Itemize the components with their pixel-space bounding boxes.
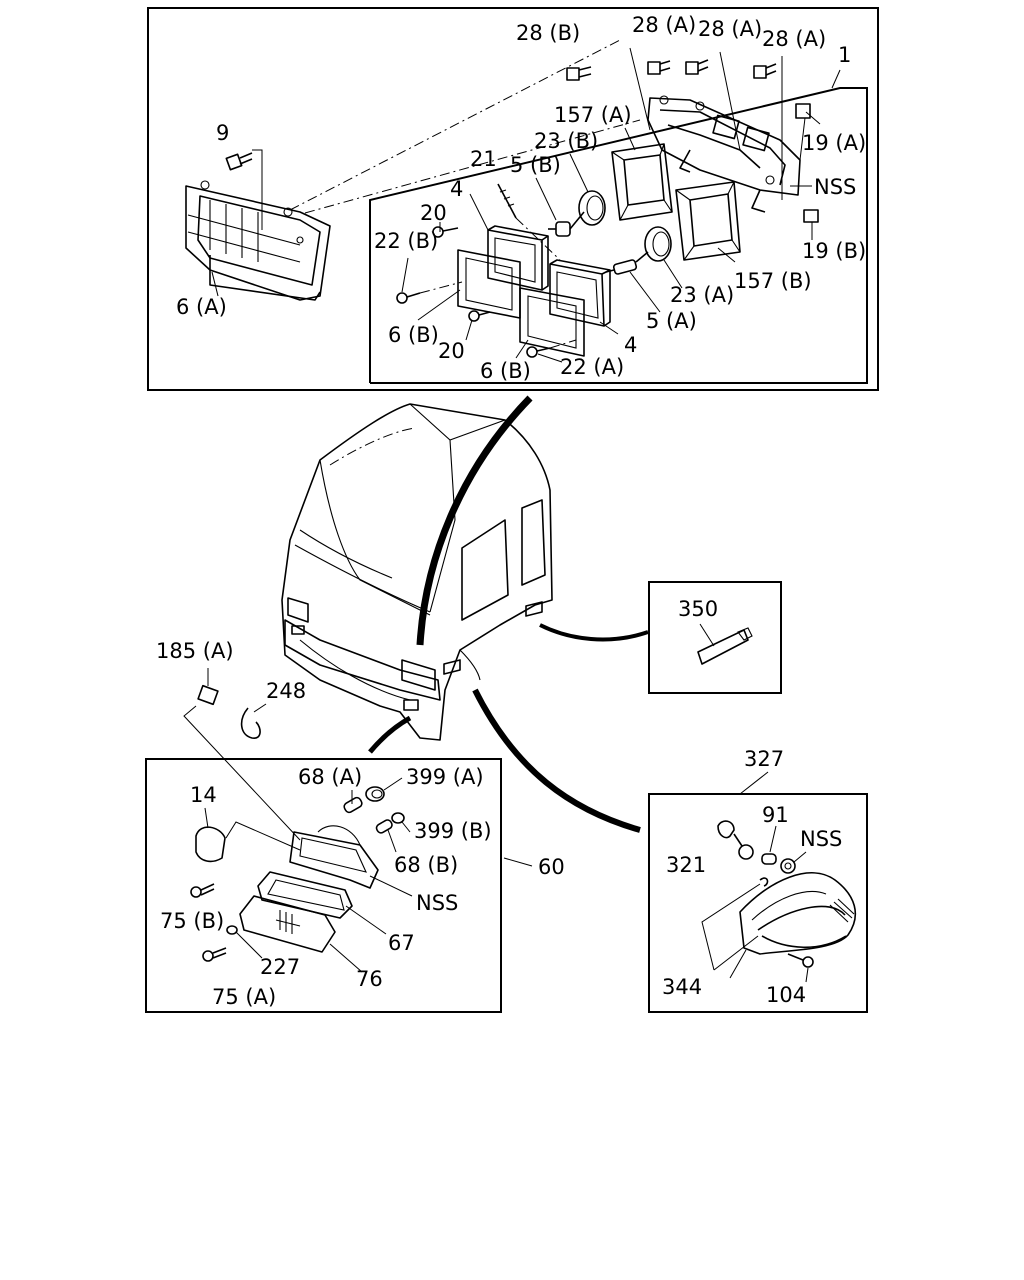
screws-20-22-drawing — [396, 226, 577, 358]
housing-157b-drawing — [675, 181, 741, 261]
label-185a: 185 (A) — [156, 639, 234, 663]
label-22a: 22 (A) — [560, 355, 624, 379]
label-28a-3: 28 (A) — [762, 27, 826, 51]
label-91: 91 — [762, 803, 789, 827]
label-68a: 68 (A) — [298, 765, 362, 789]
label-20-lower: 20 — [438, 339, 465, 363]
bezel-6b-lower-drawing — [519, 287, 585, 357]
label-5a: 5 (A) — [646, 309, 697, 333]
headlamp-inner-frame — [369, 87, 868, 384]
label-22b: 22 (B) — [374, 229, 438, 253]
label-21: 21 — [470, 147, 497, 171]
side-lamp-frame — [648, 793, 868, 1013]
label-75b: 75 (B) — [160, 909, 224, 933]
label-28b: 28 (B) — [516, 21, 580, 45]
label-344: 344 — [662, 975, 702, 999]
arc-60 — [368, 715, 412, 754]
label-23b: 23 (B) — [534, 129, 598, 153]
align-line-2 — [304, 119, 641, 214]
arc-top — [416, 395, 533, 646]
label-6a: 6 (A) — [176, 295, 227, 319]
arc-350 — [539, 623, 649, 642]
bolt-9-drawing — [225, 149, 263, 230]
headlamp-panel-frame — [147, 7, 879, 391]
top-leaders — [211, 69, 841, 363]
bolts-28-drawing — [566, 47, 783, 200]
label-nss-side: NSS — [800, 827, 842, 851]
headlamp-panel — [147, 7, 879, 391]
truck-cab-drawing — [281, 403, 553, 741]
label-1: 1 — [838, 43, 851, 67]
label-227: 227 — [260, 955, 300, 979]
label-399a: 399 (A) — [406, 765, 484, 789]
label-75a: 75 (A) — [212, 985, 276, 1009]
label-327: 327 — [744, 747, 784, 771]
label-20-upper: 20 — [420, 201, 447, 225]
label-19b: 19 (B) — [802, 239, 866, 263]
label-321: 321 — [666, 853, 706, 877]
label-60: 60 — [538, 855, 565, 879]
turn-lamp-panel — [145, 668, 533, 1013]
label-157a: 157 (A) — [554, 103, 632, 127]
label-6b-upper: 6 (B) — [388, 323, 439, 347]
label-9: 9 — [216, 121, 229, 145]
label-23a: 23 (A) — [670, 283, 734, 307]
side-marker-frame — [648, 581, 782, 694]
arc-327 — [472, 688, 641, 833]
label-399b: 399 (B) — [414, 819, 492, 843]
label-6b-lower: 6 (B) — [480, 359, 531, 383]
housing-157a-drawing — [611, 143, 673, 221]
label-5b: 5 (B) — [510, 153, 561, 177]
label-14: 14 — [190, 783, 217, 807]
label-248: 248 — [266, 679, 306, 703]
label-350: 350 — [678, 597, 718, 621]
lamp-unit-4-upper-drawing — [487, 225, 549, 291]
label-68b: 68 (B) — [394, 853, 458, 877]
ring-23b-drawing — [578, 190, 606, 226]
label-nss-top: NSS — [814, 175, 856, 199]
bezel-6b-upper-drawing — [457, 249, 521, 319]
labels: 28 (B) 28 (A) 28 (A) 28 (A) 1 19 (A) NSS… — [156, 13, 866, 1009]
side-lamp-panel — [648, 771, 868, 1013]
label-4-upper: 4 — [450, 177, 463, 201]
label-76: 76 — [356, 967, 383, 991]
label-104: 104 — [766, 983, 806, 1007]
screw-21-drawing — [497, 183, 561, 261]
lamp-unit-4-lower-drawing — [549, 259, 611, 327]
bracket-1-drawing — [647, 95, 801, 213]
bulb-5b-drawing — [548, 211, 585, 237]
label-19a: 19 (A) — [802, 131, 866, 155]
label-157b: 157 (B) — [734, 269, 812, 293]
label-4-lower: 4 — [624, 333, 637, 357]
label-28a-2: 28 (A) — [698, 17, 762, 41]
clips-19-drawing — [795, 103, 819, 223]
bezel-6a-drawing — [185, 180, 331, 301]
turn-lamp-frame — [145, 758, 502, 1013]
align-line-1 — [289, 39, 621, 211]
label-nss-lamp: NSS — [416, 891, 458, 915]
ring-23a-drawing — [644, 226, 672, 262]
side-marker-panel — [648, 581, 782, 694]
label-28a-1: 28 (A) — [632, 13, 696, 37]
bulb-5a-drawing — [605, 251, 649, 275]
label-67: 67 — [388, 931, 415, 955]
